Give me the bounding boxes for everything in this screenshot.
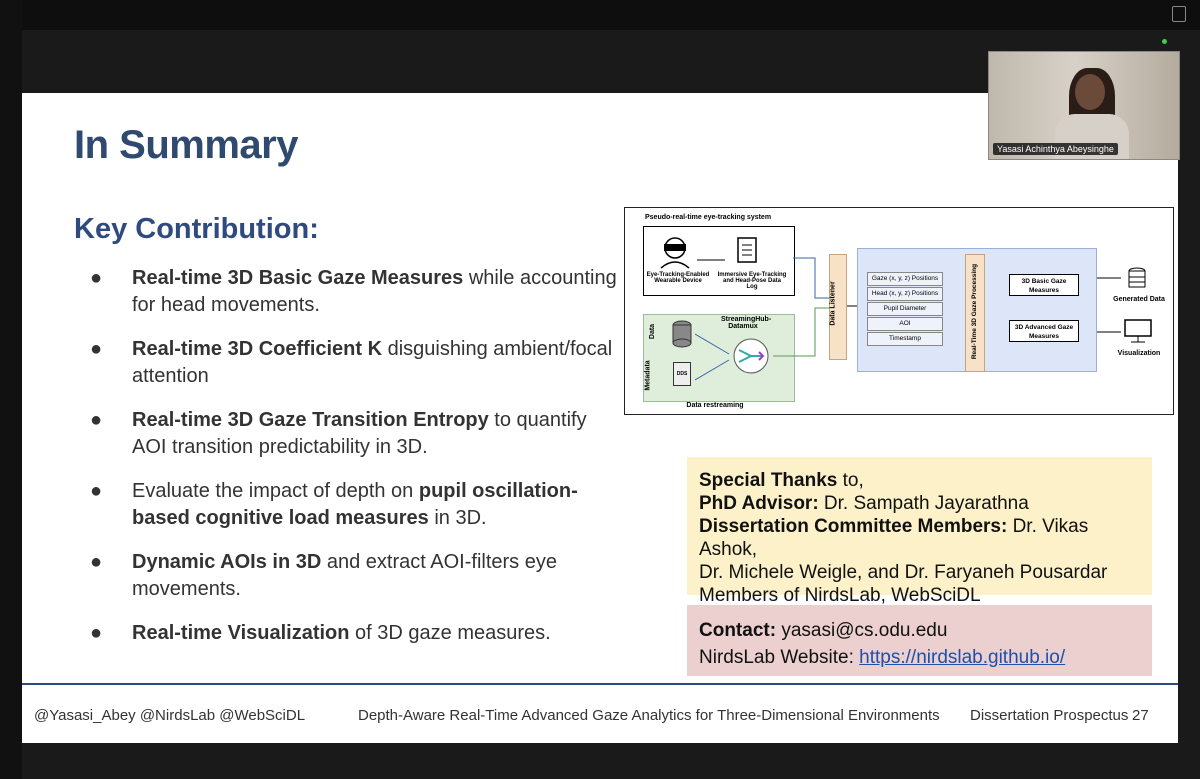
list-item: ●Real-time 3D Gaze Transition Entropy to… [90, 409, 587, 458]
database-icon [672, 320, 692, 348]
visualization-label: Visualization [1117, 350, 1161, 357]
attribute-head: Head (x, y, z) Positions [867, 287, 943, 301]
committee-line: Dissertation Committee Members: Dr. Vika… [699, 516, 1089, 560]
attribute-aoi: AOI [867, 317, 943, 331]
flow-arrows-icon [695, 333, 730, 381]
pseudo-realtime-box [643, 226, 795, 296]
bullet-icon: ● [90, 551, 103, 573]
participant-video-tile[interactable]: Yasasi Achinthya Abeysinghe [988, 51, 1180, 160]
contact-line: Contact: yasasi@cs.odu.edu [699, 620, 948, 641]
device-icon[interactable] [1172, 6, 1186, 22]
processing-label: Real-Time 3D Gaze Processing [971, 263, 979, 360]
meeting-top-bar [0, 0, 1200, 30]
advisor-line: PhD Advisor: Dr. Sampath Jayarathna [699, 493, 1029, 514]
advanced-measures-box: 3D Advanced Gaze Measures [1009, 320, 1079, 342]
bullet-icon: ● [90, 338, 103, 360]
members-line: Members of NirdsLab, WebSciDL [699, 585, 981, 606]
data-listener-block [829, 254, 847, 360]
participant-name: Yasasi Achinthya Abeysinghe [993, 143, 1118, 155]
slide-subtitle: Key Contribution: [74, 213, 319, 245]
monitor-icon [1124, 319, 1152, 343]
footer-handles: @Yasasi_Abey @NirdsLab @WebSciDL [34, 707, 306, 724]
committee-line-2: Dr. Michele Weigle, and Dr. Faryaneh Pou… [699, 562, 1108, 583]
vr-headset-icon [660, 237, 690, 269]
attribute-pupil: Pupil Diameter [867, 302, 943, 316]
left-margin [0, 0, 22, 779]
listener-label: Data Listener [829, 281, 837, 326]
shared-slide: In Summary Key Contribution: ●Real-time … [22, 93, 1178, 743]
basic-measures-box: 3D Basic Gaze Measures [1009, 274, 1079, 296]
participant-avatar [1075, 74, 1105, 110]
restreaming-label: Data restreaming [686, 402, 744, 409]
system-diagram: Pseudo-real-time eye-tracking system Eye… [624, 207, 1174, 415]
log-label: Immersive Eye-Tracking and Head-Pose Dat… [717, 272, 787, 290]
bullet-icon: ● [90, 480, 103, 502]
attribute-timestamp: Timestamp [867, 332, 943, 346]
bullet-icon: ● [90, 622, 103, 644]
generated-data-icon [1128, 267, 1146, 288]
restreaming-box [643, 314, 795, 402]
website-link[interactable]: https://nirdslab.github.io/ [859, 647, 1066, 668]
list-item: ●Dynamic AOIs in 3D and extract AOI-filt… [90, 551, 557, 600]
dds-file-icon: DDS [673, 362, 691, 386]
device-label: Eye-Tracking-Enabled Wearable Device [646, 272, 710, 284]
processing-block [965, 254, 985, 372]
footer-title: Depth-Aware Real-Time Advanced Gaze Anal… [358, 707, 940, 724]
bullet-icon: ● [90, 409, 103, 431]
list-item: ●Real-time 3D Coefficient K disguishing … [90, 338, 613, 387]
website-line: NirdsLab Website: https://nirdslab.githu… [699, 647, 1066, 668]
contribution-list: ●Real-time 3D Basic Gaze Measures while … [82, 265, 622, 664]
thanks-heading-line: Special Thanks to, [699, 470, 864, 491]
generated-data-label: Generated Data [1113, 296, 1165, 303]
contact-box: Contact: yasasi@cs.odu.edu NirdsLab Webs… [687, 605, 1152, 676]
live-indicator-icon [1162, 39, 1167, 44]
slide-title: In Summary [74, 123, 298, 167]
bullet-icon: ● [90, 267, 103, 289]
list-item: ●Real-time Visualization of 3D gaze meas… [82, 620, 622, 647]
footer-divider [22, 683, 1178, 685]
document-icon [737, 237, 757, 263]
datamux-icon [733, 338, 769, 374]
thanks-box: Special Thanks to, PhD Advisor: Dr. Samp… [687, 457, 1152, 606]
page-number: 27 [1132, 707, 1149, 724]
pseudo-title: Pseudo-real-time eye-tracking system [645, 214, 772, 221]
datamux-label: StreamingHub-Datamux [721, 316, 772, 330]
footer-label: Dissertation Prospectus [970, 707, 1129, 724]
list-item: ●Real-time 3D Basic Gaze Measures while … [90, 267, 617, 316]
list-item: ●Evaluate the impact of depth on pupil o… [90, 480, 578, 529]
attribute-gaze: Gaze (x, y, z) Positions [867, 272, 943, 286]
